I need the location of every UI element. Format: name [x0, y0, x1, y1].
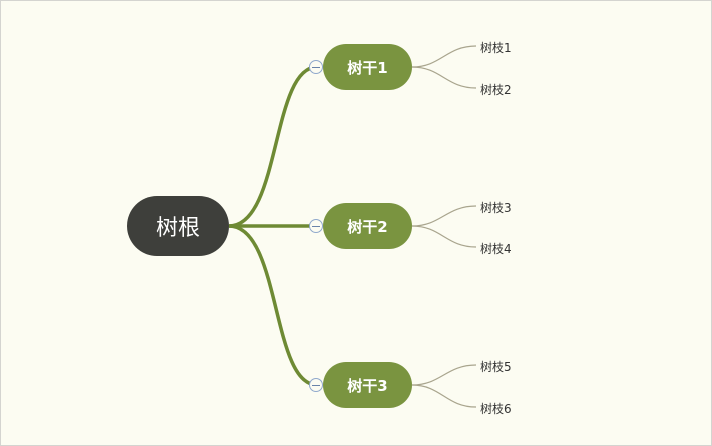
minus-circle-icon[interactable] — [309, 60, 323, 74]
root-label: 树根 — [155, 216, 200, 241]
trunk-label: 树干3 — [347, 376, 388, 395]
link-root-trunk3 — [228, 224, 318, 387]
trunk-label: 树干1 — [347, 58, 388, 77]
minus-circle-icon[interactable] — [309, 378, 323, 392]
link-root-trunk1 — [228, 65, 318, 228]
trunk-label: 树干2 — [347, 217, 388, 236]
leaf-node-4[interactable]: 树枝4 — [480, 242, 512, 256]
trunk-node-3[interactable]: 树干3 — [323, 362, 412, 408]
leaf-node-5[interactable]: 树枝5 — [480, 360, 512, 374]
trunk-node-1[interactable]: 树干1 — [323, 44, 412, 90]
trunk-node-2[interactable]: 树干2 — [323, 203, 412, 249]
minus-circle-icon[interactable] — [309, 219, 323, 233]
leaf-node-6[interactable]: 树枝6 — [480, 402, 512, 416]
root-node[interactable]: 树根 — [127, 196, 229, 256]
leaf-node-1[interactable]: 树枝1 — [480, 41, 512, 55]
leaf-node-3[interactable]: 树枝3 — [480, 201, 512, 215]
leaf-node-2[interactable]: 树枝2 — [480, 83, 512, 97]
